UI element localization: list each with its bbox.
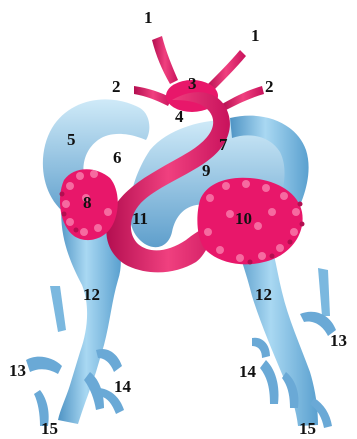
side-branch-right [222,86,264,110]
right-branch-14-b [260,360,279,404]
label-12-right: 12 [255,286,272,303]
label-15-left: 15 [41,420,58,437]
left-branch-14-a [96,349,122,372]
label-14-right: 14 [239,363,256,380]
left-side-branch-13 [26,357,62,374]
label-11: 11 [132,210,148,227]
label-13-right: 13 [330,332,347,349]
right-upper-branch [318,268,330,316]
label-7: 7 [219,136,228,153]
label-2-left: 2 [112,78,121,95]
left-upper-branch [50,286,66,332]
top-branch-left [152,36,178,84]
label-10: 10 [235,210,252,227]
label-13-left: 13 [9,362,26,379]
label-12-left: 12 [83,286,100,303]
label-1-right: 1 [251,27,260,44]
label-2-right: 2 [265,78,274,95]
right-branch-14-a [252,338,270,358]
label-8: 8 [83,194,92,211]
label-1-left: 1 [144,9,153,26]
label-6: 6 [113,149,122,166]
label-14-left: 14 [114,378,131,395]
label-4: 4 [175,108,184,125]
label-3: 3 [188,75,197,92]
top-branch-right [206,50,246,92]
label-9: 9 [202,162,211,179]
label-5: 5 [67,131,76,148]
label-15-right: 15 [299,420,316,437]
